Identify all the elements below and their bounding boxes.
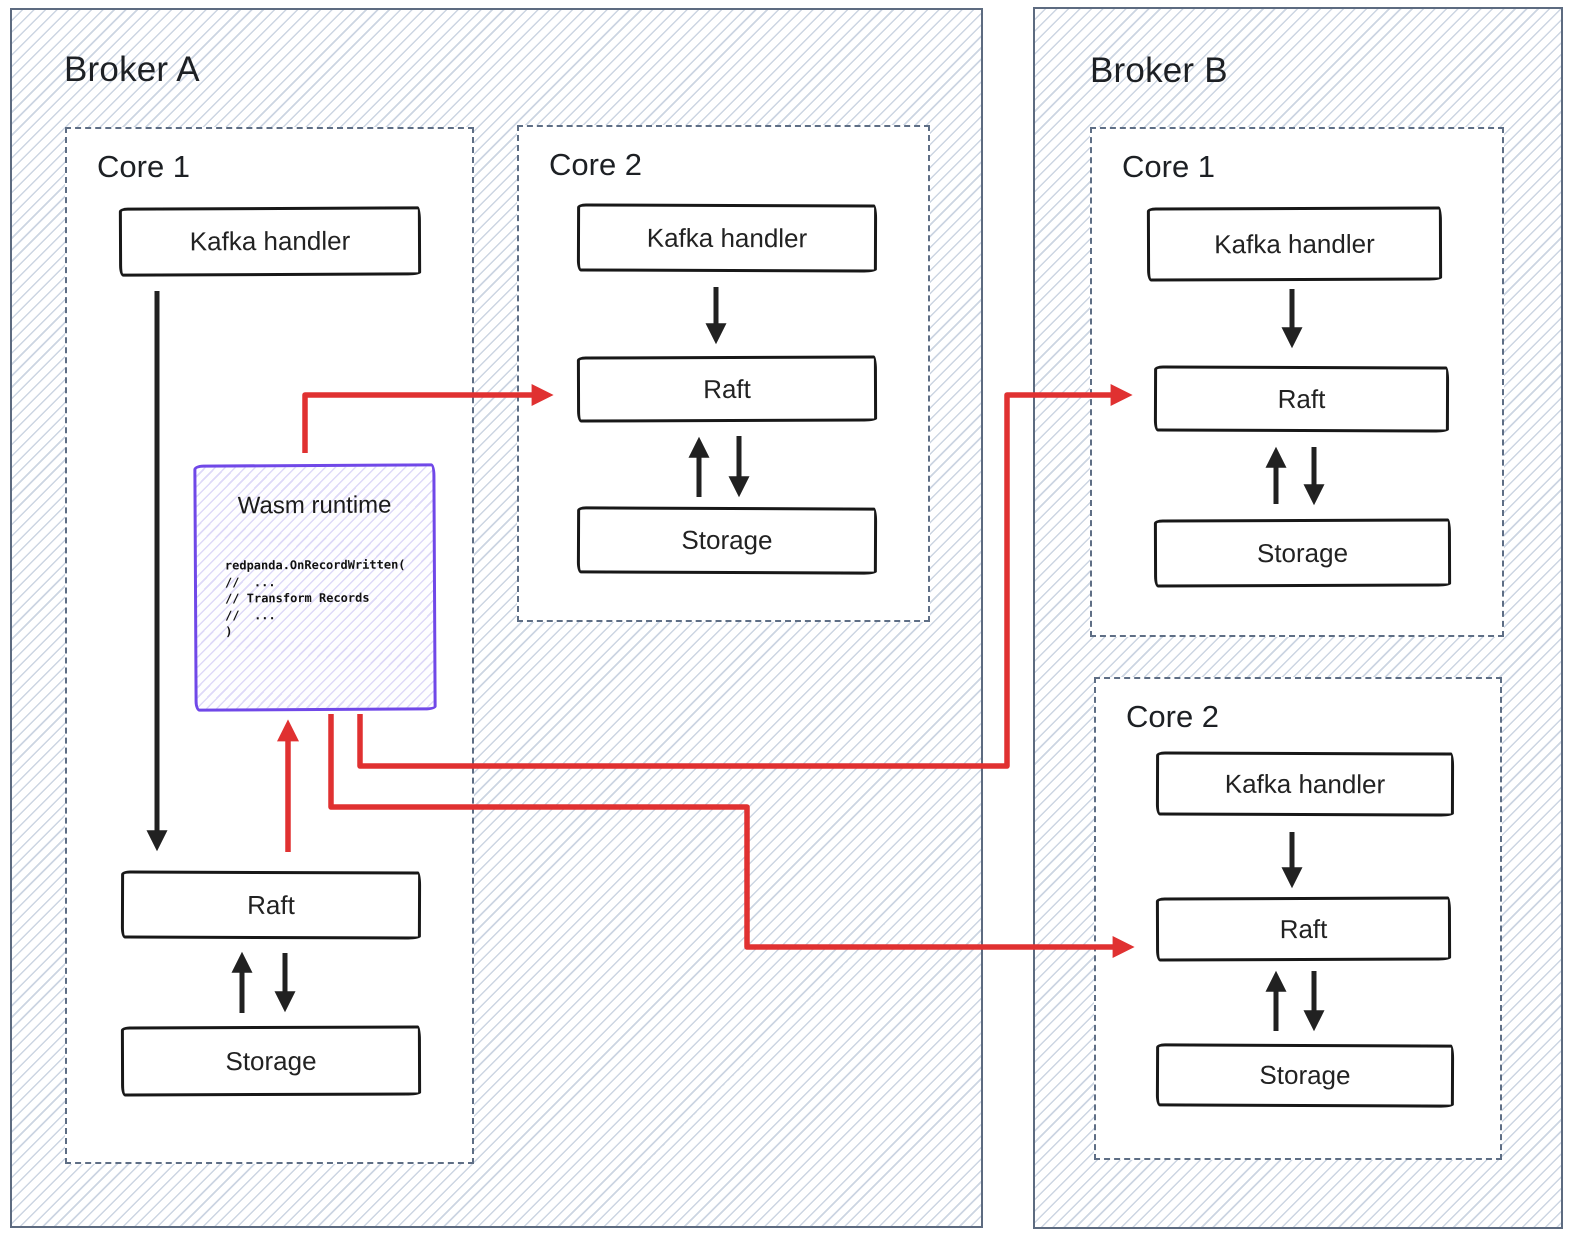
broker-a-core-2-title: Core 2 bbox=[549, 147, 643, 182]
broker-b-container: Broker B Core 1 Kafka handler Raft Stora… bbox=[1033, 7, 1563, 1229]
broker-b-core-2-kafka-handler-node: Kafka handler bbox=[1155, 751, 1455, 817]
broker-b-core-1-raft-node: Raft bbox=[1153, 365, 1450, 433]
broker-a-core-2-raft-node: Raft bbox=[576, 355, 878, 423]
broker-b-core-1-storage-node: Storage bbox=[1153, 518, 1452, 588]
broker-b-core-2: Core 2 Kafka handler Raft Storage bbox=[1094, 677, 1502, 1160]
broker-a-core-2-storage-node: Storage bbox=[576, 506, 878, 575]
broker-a-title: Broker A bbox=[64, 50, 200, 89]
broker-a-core-1-raft-node: Raft bbox=[120, 870, 422, 940]
broker-b-core-2-title: Core 2 bbox=[1126, 699, 1220, 734]
broker-a-core-1-title: Core 1 bbox=[97, 149, 191, 184]
broker-b-core-2-raft-node: Raft bbox=[1155, 896, 1452, 962]
wasm-code-line: // ... bbox=[225, 607, 276, 622]
wasm-code-line: // ... bbox=[224, 574, 276, 589]
wasm-code-line: ) bbox=[225, 624, 233, 639]
wasm-code-line: redpanda.OnRecordWritten( bbox=[224, 557, 406, 573]
wasm-runtime-box: Wasm runtime redpanda.OnRecordWritten( /… bbox=[193, 463, 437, 712]
broker-a-core-1-kafka-handler-node: Kafka handler bbox=[118, 206, 422, 277]
broker-a-core-1-storage-node: Storage bbox=[120, 1025, 422, 1097]
broker-b-core-1-title: Core 1 bbox=[1122, 149, 1216, 184]
broker-b-title: Broker B bbox=[1090, 51, 1228, 90]
broker-a-container: Broker A Core 1 Kafka handler Wasm runti… bbox=[10, 8, 983, 1228]
wasm-code-line: // Transform Records bbox=[225, 590, 370, 606]
broker-b-core-2-storage-node: Storage bbox=[1155, 1043, 1455, 1108]
wasm-code-snippet: redpanda.OnRecordWritten( // ... // Tran… bbox=[225, 557, 406, 640]
broker-a-core-2: Core 2 Kafka handler Raft Storage bbox=[517, 125, 930, 622]
broker-a-core-2-kafka-handler-node: Kafka handler bbox=[576, 203, 878, 273]
wasm-runtime-title: Wasm runtime bbox=[237, 491, 392, 520]
broker-b-core-1-kafka-handler-node: Kafka handler bbox=[1146, 206, 1443, 282]
broker-b-core-1: Core 1 Kafka handler Raft Storage bbox=[1090, 127, 1504, 637]
broker-a-core-1: Core 1 Kafka handler Wasm runtime redpan… bbox=[65, 127, 474, 1164]
